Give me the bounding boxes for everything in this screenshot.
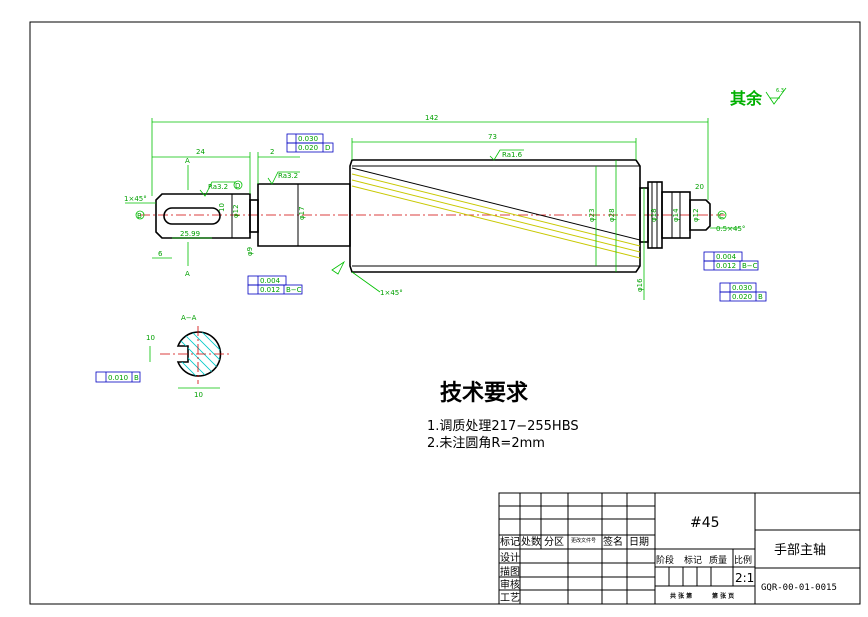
roughness-symbol-icon: [765, 87, 787, 105]
section-flat-tol: 0.010: [108, 374, 128, 382]
dim-dia-9: φ9: [246, 247, 254, 256]
surface-roughness-note: 其余 6.3: [730, 87, 787, 108]
dim-overall-length: 142: [425, 114, 438, 122]
tb-part-name: 手部主轴: [774, 543, 826, 558]
roughness-label-step: Ra3.2: [278, 172, 298, 180]
datum-b-marker: B: [137, 212, 142, 220]
tb-row-process: 工艺: [500, 592, 520, 604]
section-marker-top: A: [185, 157, 190, 165]
dim-left-length: 24: [196, 148, 205, 156]
keyway-slot: [163, 207, 221, 225]
technical-requirements: 技术要求 1.调质处理217−255HBS 2.未注圆角R=2mm: [427, 380, 579, 451]
tb-sheet-total: 共 张 第: [670, 592, 692, 600]
dim-dia-28: φ28: [608, 208, 616, 222]
tb-material: #45: [690, 515, 720, 531]
dim-dia-17: φ17: [298, 206, 306, 220]
tol-frame-0012-right: 0.012: [716, 262, 736, 270]
section-title: A−A: [181, 314, 197, 322]
dim-dia-14: φ14: [672, 208, 680, 222]
section-dim-depth: 10: [146, 334, 155, 342]
section-dim-width: 10: [194, 391, 203, 399]
dim-chamfer-mid: 1×45°: [380, 289, 403, 297]
dim-right-small-len: 20: [695, 183, 704, 191]
tol-frame-0030-right: 0.030: [732, 284, 752, 292]
section-marker-bottom: A: [185, 270, 190, 278]
tb-row-review: 审核: [500, 578, 520, 591]
tb-drawing-number: GQR-00-01-0015: [761, 583, 837, 593]
dim-chamfer-left: 1×45°: [124, 195, 147, 203]
tol-frame-0012-left: 0.012: [260, 286, 280, 294]
tb-header-count: 处数: [521, 535, 541, 548]
tol-frame-datum-d: D: [325, 144, 330, 152]
tb-sheet-number: 第 张 页: [711, 592, 734, 600]
tb-stage-mark: 标记: [684, 554, 702, 566]
tol-frame-datum-b: B: [758, 293, 763, 301]
neck-segment: [249, 199, 259, 233]
tb-stage-scale: 比例: [734, 554, 752, 566]
tol-frame-0004-left: 0.004: [260, 277, 281, 285]
section-a-a-view: A−A 10 10 0.010 B: [95, 314, 230, 399]
dim-dia-12: φ12: [232, 204, 240, 218]
dim-keyway-length: 25.99: [180, 230, 200, 238]
tolerance-frames: 0.030 0.020 D 0.004 0.012 B−C 0.004 0.01…: [247, 133, 767, 302]
tb-stage-label: 阶段: [656, 554, 674, 566]
tb-header-zone: 分区: [544, 536, 564, 548]
right-tip-segment: [689, 199, 711, 231]
tb-stage-mass: 质量: [709, 554, 727, 566]
tb-header-sign: 签名: [603, 535, 623, 548]
tb-header-mark: 标记: [500, 536, 520, 548]
roughness-symbol-value: 6.3: [776, 88, 784, 94]
datum-c-marker: C: [719, 212, 724, 220]
dim-dia-18: φ18: [650, 208, 658, 222]
requirement-item-1: 1.调质处理217−255HBS: [427, 419, 579, 434]
roughness-note-text: 其余: [730, 89, 763, 108]
roughness-label-left: Ra3.2: [208, 183, 228, 191]
dim-key-width: 10: [218, 203, 226, 212]
tol-frame-0020-right: 0.020: [732, 293, 752, 301]
dim-chamfer-right: 0.5×45°: [716, 225, 745, 233]
requirements-heading: 技术要求: [440, 380, 528, 406]
roughness-label-body: Ra1.6: [502, 151, 523, 159]
tb-row-trace: 描图: [500, 565, 520, 578]
dim-keyway-offset: 6: [158, 250, 163, 258]
datum-d-marker: D: [235, 182, 240, 190]
helical-groove-line: [351, 173, 641, 247]
tol-frame-ref-left: B−C: [286, 286, 302, 294]
dim-middle-length: 73: [488, 133, 497, 141]
tb-scale-value: 2:1: [735, 571, 754, 585]
title-block: 标记 处数 分区 更改文件号 签名 日期 设计 描图 审核 工艺 #45 阶段 …: [498, 492, 861, 605]
shaft-main-view: [140, 159, 725, 273]
dim-step-length: 2: [270, 148, 274, 156]
section-flat-ref: B: [134, 374, 139, 382]
tol-frame-0030-top: 0.030: [298, 135, 318, 143]
requirement-item-2: 2.未注圆角R=2mm: [427, 436, 545, 451]
dimension-layer: 142 73 24 2 A A 25.99 6 1×45° B C: [124, 114, 745, 300]
tb-header-date: 日期: [629, 536, 649, 548]
dim-dia-12-right: φ12: [692, 208, 700, 222]
tb-row-design: 设计: [500, 551, 520, 564]
tb-header-change-doc: 更改文件号: [571, 537, 596, 544]
tol-frame-0004-right: 0.004: [716, 253, 737, 261]
dim-dia-23: φ23: [588, 208, 596, 222]
tol-frame-0020-top: 0.020: [298, 144, 318, 152]
dim-dia-16: φ16: [636, 278, 644, 292]
drawing-border: [29, 21, 861, 605]
tol-frame-ref-right: B−C: [742, 262, 758, 270]
